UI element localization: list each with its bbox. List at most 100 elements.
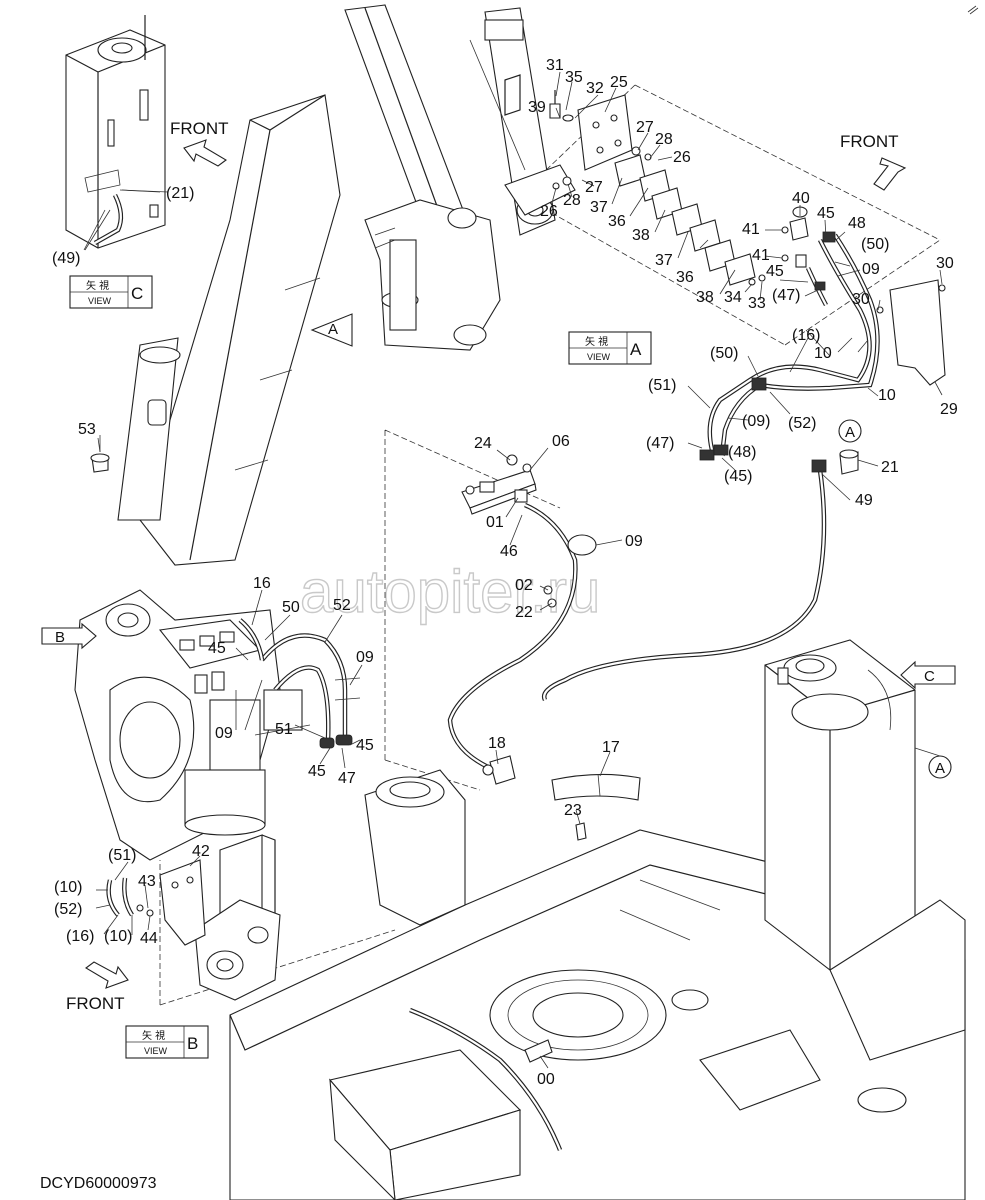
part-label: 45 <box>817 205 835 222</box>
part-label: 45 <box>356 737 374 754</box>
part-label: 28 <box>563 192 581 209</box>
part-label: 37 <box>655 252 673 269</box>
part-label: (50) <box>710 345 738 362</box>
part-label: (48) <box>728 444 756 461</box>
front-indicator-3: FRONT <box>66 961 129 1013</box>
part-label: 39 <box>528 99 546 116</box>
part-label: 18 <box>488 735 506 752</box>
revolving-frame <box>229 639 966 1200</box>
fuel-tank <box>764 639 916 971</box>
part-label: 33 <box>748 295 766 312</box>
center-hose-routing: A <box>384 419 862 841</box>
part-label: 06 <box>552 433 570 450</box>
part-label: 53 <box>78 421 96 438</box>
part-label: 09 <box>215 725 233 742</box>
part-label: (51) <box>108 847 136 864</box>
part-label: 29 <box>940 401 958 418</box>
view-b-cjk: 矢 視 <box>142 1029 165 1042</box>
dipper-arm <box>344 4 466 241</box>
view-b-caption: 矢 視 VIEW B <box>125 1025 209 1059</box>
part-label: (52) <box>788 415 816 432</box>
part-label: 09 <box>862 261 880 278</box>
part-label: 01 <box>486 514 504 531</box>
mounting-plate-25 <box>577 94 633 171</box>
part-label: 27 <box>585 179 603 196</box>
fitting-18 <box>489 755 516 785</box>
part-label: 45 <box>308 763 326 780</box>
part-label: (45) <box>724 468 752 485</box>
view-a-inset <box>469 7 946 461</box>
section-marker-a-1-letter: A <box>328 321 338 338</box>
section-marker-b-letter: B <box>55 629 65 646</box>
view-c-tank-body <box>65 29 166 249</box>
boom-arm <box>139 94 341 566</box>
part-label: 17 <box>602 739 620 756</box>
corner-mark <box>967 5 979 15</box>
front-arrow-3 <box>85 961 129 989</box>
part-labels-view-c: (21) (49) <box>52 185 194 267</box>
part-label: 41 <box>742 221 760 238</box>
part-label: 09 <box>625 533 643 550</box>
part-label: 46 <box>500 543 518 560</box>
part-label: (47) <box>646 435 674 452</box>
part-label: 32 <box>586 80 604 97</box>
section-marker-a-2 <box>838 419 862 443</box>
part-label: (10) <box>104 928 132 945</box>
clamp-plates <box>614 154 756 286</box>
view-a-word: VIEW <box>587 352 611 362</box>
part-label: (16) <box>66 928 94 945</box>
part-label: 34 <box>724 289 742 306</box>
front-arrow-2 <box>873 157 907 191</box>
part-label: 09 <box>356 649 374 666</box>
part-label: 21 <box>881 459 899 476</box>
control-valve <box>328 1049 522 1200</box>
part-label: 41 <box>752 247 770 264</box>
view-c-letter: C <box>131 284 143 303</box>
section-marker-a-3-letter: A <box>935 760 945 777</box>
view-a-letter: A <box>630 340 642 359</box>
front-label-3: FRONT <box>66 994 125 1013</box>
part-label: 51 <box>275 721 293 738</box>
part-label: 27 <box>636 119 654 136</box>
part-label: (51) <box>648 377 676 394</box>
part-label: 40 <box>792 190 810 207</box>
part-label: 48 <box>848 215 866 232</box>
part-label: 47 <box>338 770 356 787</box>
part-label: 43 <box>138 873 156 890</box>
view-b-inset <box>106 834 396 1006</box>
part-label: 50 <box>282 599 300 616</box>
part-label: 37 <box>590 199 608 216</box>
part-label: 26 <box>540 203 558 220</box>
part-label: 36 <box>608 213 626 230</box>
part-label: 10 <box>878 387 896 404</box>
part-label: 26 <box>673 149 691 166</box>
part-labels-view-a: 31 35 32 25 39 27 28 26 26 28 27 37 36 3… <box>528 57 958 485</box>
part-label: (21) <box>166 185 194 202</box>
part-label: (09) <box>742 413 770 430</box>
section-marker-a-1: A <box>310 313 353 347</box>
part-label: 16 <box>253 575 271 592</box>
view-c-caption: 矢 視 VIEW C <box>69 275 153 309</box>
part-label: (10) <box>54 879 82 896</box>
part-labels-view-b: (51) 42 (10) 43 (52) (16) (10) 44 <box>54 843 210 947</box>
drawing-code: DCYD60000973 <box>40 1175 157 1192</box>
view-b-letter: B <box>187 1034 198 1053</box>
part-label: (52) <box>54 901 82 918</box>
part-label: 30 <box>936 255 954 272</box>
front-label-2: FRONT <box>840 132 899 151</box>
view-c-cjk: 矢 視 <box>86 279 109 292</box>
part-label: 35 <box>565 69 583 86</box>
part-label: (47) <box>772 287 800 304</box>
section-marker-c-letter: C <box>924 668 935 685</box>
part-label: 00 <box>537 1071 555 1088</box>
view-c-inset <box>65 15 169 251</box>
part-label: 52 <box>333 597 351 614</box>
part-label: 44 <box>140 930 158 947</box>
part-label: 28 <box>655 131 673 148</box>
part-label: 22 <box>515 604 533 621</box>
part-label: 25 <box>610 74 628 91</box>
view-a-cjk: 矢 視 <box>585 335 608 348</box>
view-b-word: VIEW <box>144 1046 168 1056</box>
part-label: 42 <box>192 843 210 860</box>
front-arrow-1 <box>183 139 227 167</box>
